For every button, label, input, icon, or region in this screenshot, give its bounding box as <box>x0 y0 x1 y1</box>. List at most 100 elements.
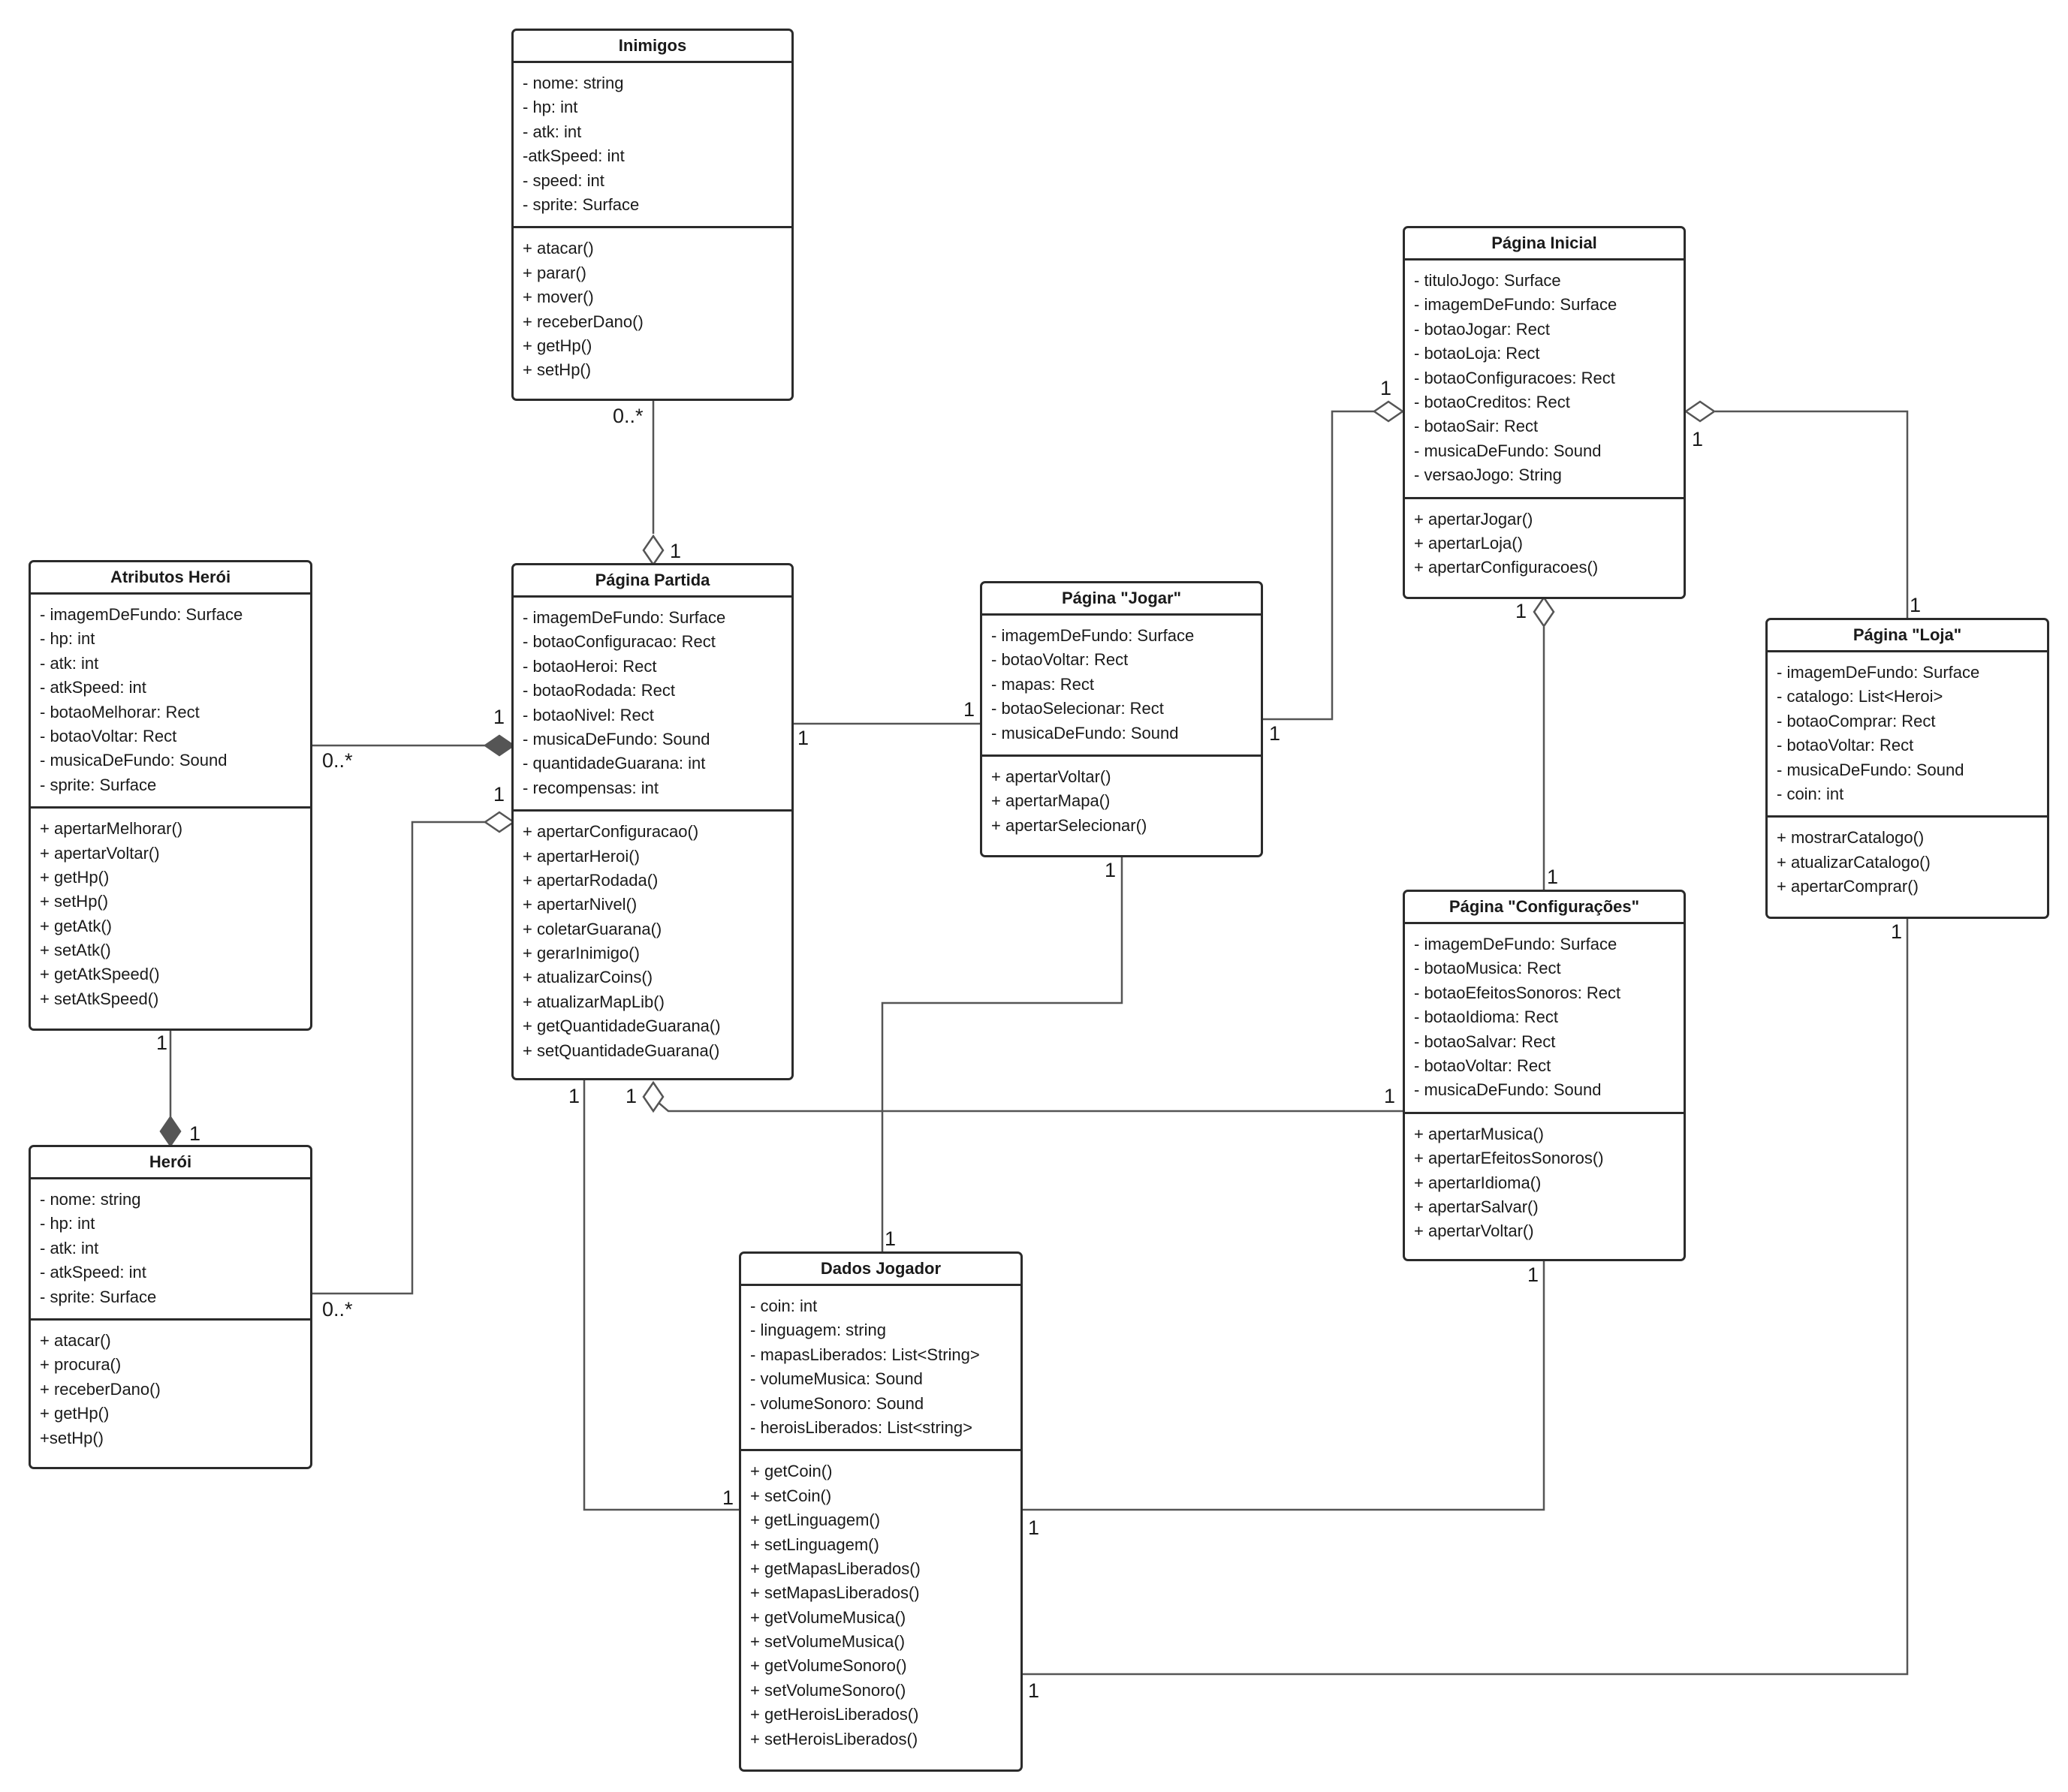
attribute: - hp: int <box>523 98 578 117</box>
composition-diamond <box>483 734 516 757</box>
method: + setHp() <box>40 892 109 911</box>
method: + mover() <box>523 288 594 307</box>
method: + apertarJogar() <box>1414 509 1533 529</box>
attribute: - hp: int <box>40 1214 95 1233</box>
attribute: - mapasLiberados: List<String> <box>750 1345 980 1364</box>
multiplicity-label: 1 <box>493 706 505 728</box>
attributes-compartment: - nome: string - hp: int - atk: int -atk… <box>514 63 791 229</box>
multiplicity-label: 0..* <box>322 1298 353 1321</box>
class-name: Página "Jogar" <box>982 583 1261 616</box>
multiplicity-label: 1 <box>1269 722 1281 745</box>
attribute: - coin: int <box>750 1297 818 1315</box>
attribute: - botaoCreditos: Rect <box>1414 392 1570 411</box>
method: + getLinguagem() <box>750 1510 881 1530</box>
attribute: - nome: string <box>523 74 624 92</box>
attributes-compartment: - imagemDeFundo: Surface - botaoVoltar: … <box>982 616 1261 757</box>
attribute: - imagemDeFundo: Surface <box>1777 663 1980 682</box>
method: + getAtkSpeed() <box>40 965 160 984</box>
method: +setHp() <box>40 1428 104 1447</box>
attribute: - musicaDeFundo: Sound <box>1777 760 1964 779</box>
method: + mostrarCatalogo() <box>1777 828 1925 848</box>
aggregation-diamond <box>642 1080 665 1113</box>
method: + setMapasLiberados() <box>750 1583 920 1603</box>
method: + apertarConfiguracao() <box>523 822 699 842</box>
attributes-compartment: - tituloJogo: Surface - imagemDeFundo: S… <box>1405 261 1684 499</box>
method: + apertarMelhorar() <box>40 819 183 839</box>
class-pagina-partida: Página Partida - imagemDeFundo: Surface … <box>511 563 794 1080</box>
method: + apertarLoja() <box>1414 533 1523 553</box>
attribute: - musicaDeFundo: Sound <box>991 723 1179 742</box>
method: + atacar() <box>523 239 594 258</box>
method: + setLinguagem() <box>750 1534 879 1554</box>
multiplicity-label: 1 <box>1384 1085 1396 1107</box>
class-name: Atributos Herói <box>31 562 310 595</box>
attribute: - botaoIdioma: Rect <box>1414 1007 1558 1027</box>
class-dados-jogador: Dados Jogador - coin: int - linguagem: s… <box>739 1251 1023 1772</box>
attribute: - tituloJogo: Surface <box>1414 271 1561 290</box>
attributes-compartment: - coin: int - linguagem: string - mapasL… <box>741 1286 1020 1452</box>
multiplicity-label: 1 <box>1515 600 1527 622</box>
multiplicity-label: 0..* <box>322 749 353 772</box>
method: + atualizarMapLib() <box>523 992 665 1011</box>
class-name: Página "Loja" <box>1768 620 2047 652</box>
attribute: - mapas: Rect <box>991 674 1094 694</box>
attribute: - botaoHeroi: Rect <box>523 656 657 676</box>
method: + apertarConfiguracoes() <box>1414 558 1599 577</box>
attribute: - hp: int <box>40 629 95 649</box>
composition-diamond <box>159 1115 182 1148</box>
attribute: - botaoConfiguracao: Rect <box>523 632 716 652</box>
attribute: - botaoEfeitosSonoros: Rect <box>1414 983 1621 1002</box>
method: + apertarVoltar() <box>1414 1221 1534 1241</box>
class-name: Página Partida <box>514 565 791 598</box>
method: + getAtk() <box>40 916 112 935</box>
attribute: - botaoLoja: Rect <box>1414 344 1540 363</box>
multiplicity-label: 1 <box>670 540 682 562</box>
attribute: - catalogo: List<Heroi> <box>1777 687 1943 706</box>
attribute: - botaoSair: Rect <box>1414 417 1539 436</box>
relationship-line <box>652 1097 1403 1113</box>
aggregation-diamond <box>642 534 665 567</box>
attribute: - versaoJogo: String <box>1414 465 1562 485</box>
attributes-compartment: - imagemDeFundo: Surface - botaoMusica: … <box>1405 924 1684 1114</box>
attribute: - botaoVoltar: Rect <box>1777 736 1914 755</box>
class-atributos-heroi: Atributos Herói - imagemDeFundo: Surface… <box>29 560 312 1031</box>
class-name: Herói <box>31 1147 310 1179</box>
multiplicity-label: 1 <box>156 1032 168 1054</box>
attribute: - linguagem: string <box>750 1321 886 1340</box>
method: + receberDano() <box>523 312 644 331</box>
method: + getMapasLiberados() <box>750 1559 921 1578</box>
attribute: - coin: int <box>1777 784 1844 803</box>
attributes-compartment: - imagemDeFundo: Surface - botaoConfigur… <box>514 598 791 812</box>
method: + apertarHeroi() <box>523 846 640 866</box>
multiplicity-label: 1 <box>722 1486 734 1509</box>
method: + apertarEfeitosSonoros() <box>1414 1149 1604 1168</box>
attribute: - atk: int <box>40 1238 99 1257</box>
attribute: - botaoVoltar: Rect <box>40 726 177 745</box>
multiplicity-label: 1 <box>1891 920 1903 943</box>
method: + getQuantidadeGuarana() <box>523 1016 721 1036</box>
class-name: Inimigos <box>514 31 791 63</box>
method: + setHeroisLiberados() <box>750 1729 918 1748</box>
method: + apertarMapa() <box>991 791 1111 811</box>
aggregation-diamond <box>1533 595 1555 628</box>
method: + apertarSelecionar() <box>991 815 1147 835</box>
method: + atualizarCatalogo() <box>1777 852 1931 872</box>
class-pagina-jogar: Página "Jogar" - imagemDeFundo: Surface … <box>980 581 1263 857</box>
multiplicity-label: 1 <box>797 727 809 749</box>
attribute: - volumeSonoro: Sound <box>750 1393 924 1413</box>
method: + getHp() <box>523 336 592 355</box>
method: + gerarInimigo() <box>523 944 640 963</box>
multiplicity-label: 1 <box>1547 866 1559 888</box>
method: + receberDano() <box>40 1379 161 1399</box>
method: + atualizarCoins() <box>523 968 653 987</box>
attribute: - imagemDeFundo: Surface <box>40 605 243 624</box>
methods-compartment: + mostrarCatalogo() + atualizarCatalogo(… <box>1768 818 2047 908</box>
attribute: - volumeMusica: Sound <box>750 1369 923 1389</box>
method: + apertarMusica() <box>1414 1124 1545 1143</box>
multiplicity-label: 1 <box>568 1085 580 1107</box>
attribute: - imagemDeFundo: Surface <box>1414 295 1617 315</box>
method: + apertarVoltar() <box>40 843 160 863</box>
class-heroi: Herói - nome: string - hp: int - atk: in… <box>29 1145 312 1469</box>
method: + apertarComprar() <box>1777 877 1919 896</box>
class-name: Página "Configurações" <box>1405 892 1684 924</box>
